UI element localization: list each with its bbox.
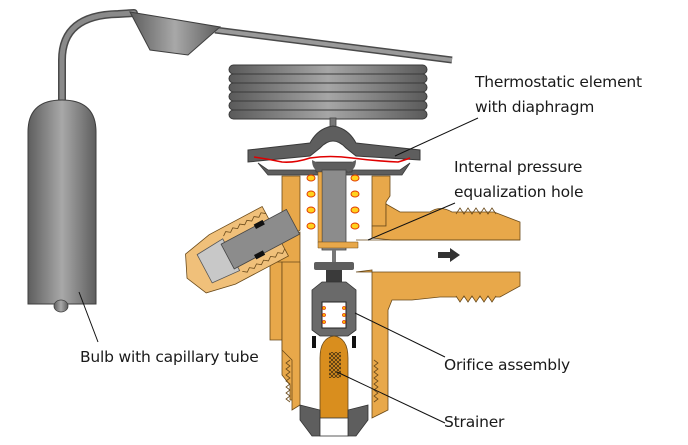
leader-bulb: [78, 291, 99, 343]
spring: [306, 174, 360, 230]
label-line: with diaphragm: [475, 98, 595, 116]
label-strainer: Strainer: [444, 410, 504, 435]
label-line: Orifice assembly: [444, 356, 571, 374]
flow-direction-arrow: [438, 248, 460, 262]
inlet-fitting: [185, 205, 301, 294]
spring-coil: [350, 222, 360, 230]
label-thermostatic-element: Thermostatic element with diaphragm: [475, 70, 642, 120]
capillary-tube: [58, 9, 453, 106]
bottom-nut: [299, 404, 369, 437]
orifice-assembly: [311, 262, 357, 348]
strainer: [319, 335, 349, 421]
leader-thermostatic-element: [394, 117, 479, 157]
coil-winding: [228, 91, 428, 102]
spring-coil: [306, 190, 316, 198]
label-line: Thermostatic element: [475, 73, 642, 91]
leader-lines: [78, 117, 479, 424]
label-bulb: Bulb with capillary tube: [80, 345, 259, 370]
coil-winding: [228, 109, 428, 120]
spring-coil: [350, 174, 360, 182]
label-orifice: Orifice assembly: [444, 353, 570, 378]
label-pressure-hole: Internal pressure equalization hole: [454, 155, 584, 205]
leader-pressure-hole: [367, 202, 456, 241]
diaphragm-housing: [247, 117, 421, 176]
leader-orifice: [354, 312, 446, 358]
label-line: Bulb with capillary tube: [80, 348, 259, 366]
spring-coil: [350, 206, 360, 214]
spring-coil: [306, 206, 316, 214]
label-line: Strainer: [444, 413, 505, 431]
valve-body: [269, 175, 521, 419]
spring-coil: [350, 190, 360, 198]
coil-winding: [228, 73, 428, 84]
coil-winding: [228, 100, 428, 111]
sensing-bulb: [27, 99, 97, 313]
leader-strainer: [336, 371, 446, 424]
coil-winding: [228, 82, 428, 93]
label-line: Internal pressure: [454, 158, 583, 176]
push-rod: [312, 160, 359, 264]
thermostatic-coil: [228, 64, 428, 120]
spring-coil: [306, 174, 316, 182]
coil-winding: [228, 64, 428, 75]
label-line: equalization hole: [454, 183, 584, 201]
spring-coil: [306, 222, 316, 230]
